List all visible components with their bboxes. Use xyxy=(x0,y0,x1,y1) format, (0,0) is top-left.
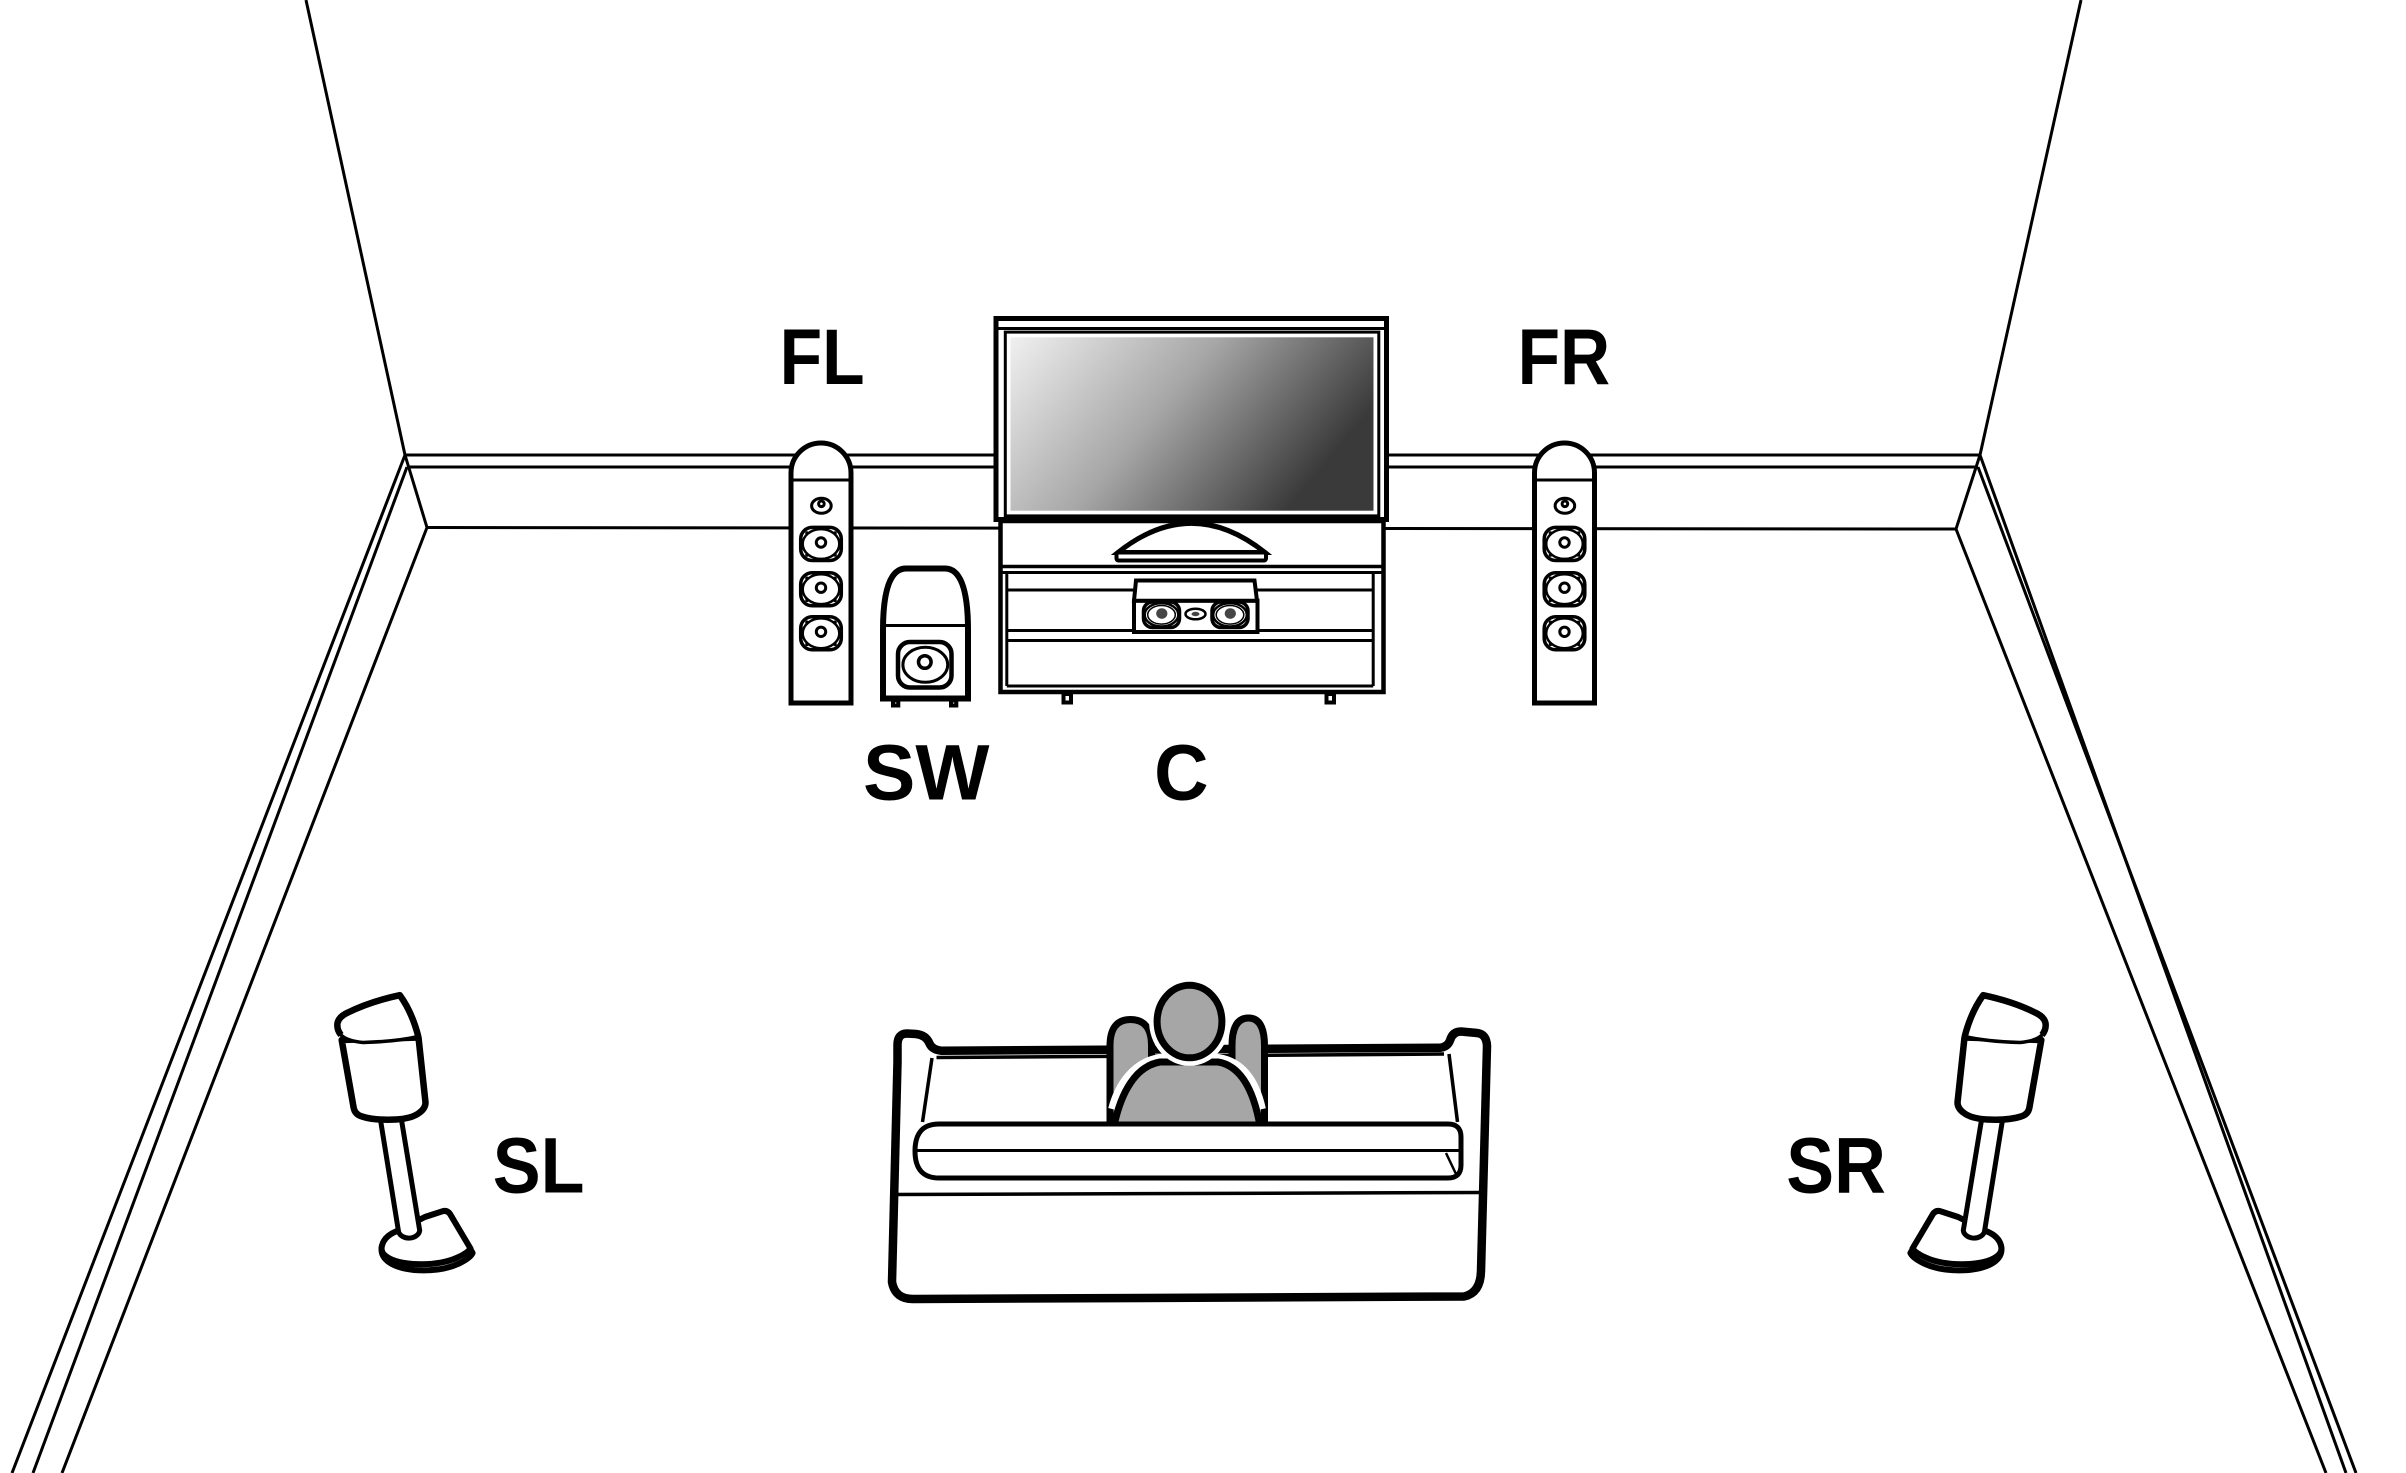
svg-text:FL: FL xyxy=(780,313,865,401)
svg-text:SR: SR xyxy=(1786,1121,1886,1209)
svg-text:C: C xyxy=(1154,729,1208,817)
svg-text:FR: FR xyxy=(1518,313,1611,401)
svg-text:SW: SW xyxy=(863,729,990,817)
svg-text:SL: SL xyxy=(493,1122,585,1210)
